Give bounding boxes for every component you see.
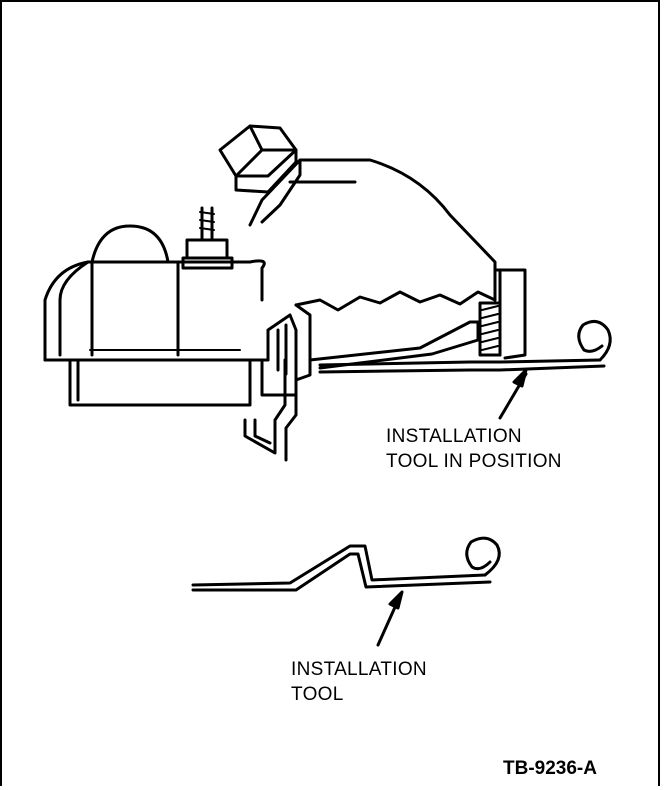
bottom-bracket (243, 358, 287, 455)
label-line: TOOL IN POSITION (386, 451, 562, 472)
arrow-to-installation-tool (376, 590, 404, 647)
label-line: INSTALLATION (386, 426, 522, 447)
label-line: TOOL (291, 684, 344, 705)
hex-nut-top (218, 124, 298, 194)
dome-cap (90, 224, 170, 264)
tool-in-position-wire (318, 319, 612, 374)
figure-border (0, 0, 660, 786)
valve-body-casting (248, 158, 497, 302)
stud-and-nut (181, 206, 234, 270)
arrow-to-tool-in-position (498, 368, 528, 420)
cutaway-edge (294, 290, 497, 312)
label-line: INSTALLATION (291, 659, 427, 680)
label-tool-in-position: INSTALLATION TOOL IN POSITION (386, 424, 562, 474)
lower-box (68, 358, 252, 407)
label-installation-tool: INSTALLATION TOOL (291, 657, 427, 707)
figure-id: TB-9236-A (503, 758, 597, 779)
main-housing (43, 259, 266, 362)
valve-assembly (43, 124, 527, 462)
installation-tool-wire (191, 536, 501, 592)
